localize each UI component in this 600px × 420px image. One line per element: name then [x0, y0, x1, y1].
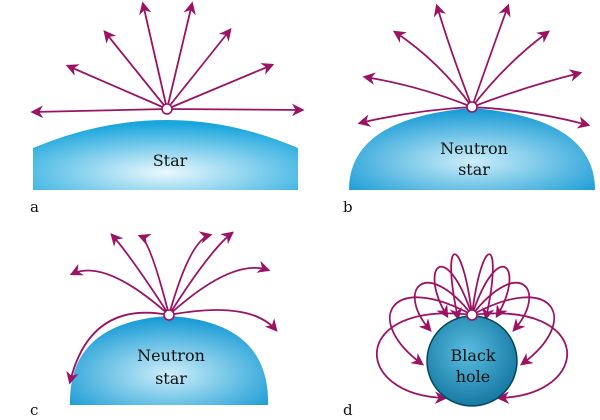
light-ray-c-8: [168, 309, 278, 332]
neutron-star-body-b: [349, 108, 595, 190]
light-ray-d-1: [376, 312, 473, 404]
light-ray-a-3: [103, 30, 168, 110]
light-source-c: [163, 309, 175, 321]
star-body: [33, 120, 298, 190]
panel-a: Star a: [30, 1, 305, 216]
body-label-d-line2: hole: [456, 367, 491, 386]
body-label-c-line1: Neutron: [137, 346, 205, 365]
light-ray-a-8: [166, 103, 305, 117]
light-ray-c-1: [66, 311, 170, 385]
light-ray-b-6: [471, 30, 551, 108]
light-ray-b-4: [433, 3, 473, 108]
light-ray-d-2: [388, 296, 473, 366]
body-label-b-line1: Neutron: [440, 139, 508, 158]
neutron-star-body-c: [69, 316, 269, 405]
light-ray-b-2: [362, 72, 473, 108]
light-ray-d-9: [471, 296, 556, 366]
light-rays-c: [66, 231, 278, 385]
light-ray-c-3: [110, 233, 170, 316]
light-ray-b-7: [471, 69, 583, 108]
light-ray-b-8: [471, 106, 591, 129]
body-label-b-line2: star: [458, 160, 490, 179]
light-rays-b: [357, 3, 591, 129]
panel-c: Neutron star c: [30, 231, 278, 419]
light-ray-b-3: [392, 30, 473, 108]
light-ray-c-5: [168, 231, 213, 316]
light-ray-d-7: [471, 265, 511, 319]
light-ray-d-5: [449, 253, 473, 321]
light-source-d: [466, 309, 478, 321]
light-ray-a-7: [166, 63, 275, 110]
light-ray-d-3: [413, 282, 473, 332]
light-rays-a: [30, 1, 305, 119]
light-rays-d: [376, 253, 568, 404]
panel-letter-a: a: [30, 198, 39, 216]
panel-letter-b: b: [343, 198, 353, 216]
panel-letter-d: d: [343, 401, 353, 419]
panel-letter-c: c: [30, 401, 38, 419]
light-ray-a-2: [65, 64, 168, 110]
light-ray-d-6: [471, 253, 495, 321]
light-source-a: [161, 103, 173, 115]
light-ray-d-10: [471, 312, 568, 404]
light-ray-b-5: [471, 3, 511, 108]
light-ray-a-6: [166, 28, 232, 110]
body-label-c-line2: star: [155, 369, 187, 388]
light-ray-b-1: [357, 106, 473, 127]
light-ray-c-6: [168, 231, 234, 316]
light-ray-a-5: [166, 1, 196, 110]
light-ray-c-7: [168, 260, 271, 316]
light-ray-a-4: [139, 1, 168, 110]
body-label-a: Star: [153, 151, 188, 170]
light-ray-d-4: [433, 265, 473, 319]
light-ray-c-2: [69, 263, 170, 316]
light-ray-a-1: [30, 105, 168, 119]
body-label-d-line1: Black: [450, 346, 495, 365]
light-ray-c-4: [137, 233, 170, 316]
light-source-b: [466, 101, 478, 113]
panel-d: Black hole d: [343, 253, 568, 419]
panel-b: Neutron star b: [343, 3, 595, 216]
